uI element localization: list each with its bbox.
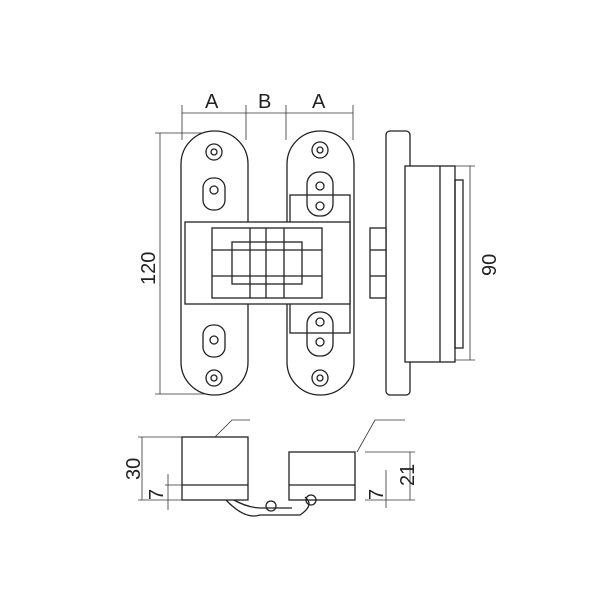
height-side-label: 90 [479, 254, 501, 276]
bottom-view: 30 7 7 21 [123, 419, 419, 517]
offset-left-label: 7 [146, 489, 168, 500]
offset-right-label: 7 [366, 489, 388, 500]
depth-left-label: 30 [123, 458, 145, 480]
height-dimension-120: 120 [138, 132, 210, 395]
dim-a-left: A [205, 91, 219, 113]
hinge-mechanism [184, 221, 351, 305]
dim-b: B [258, 91, 271, 113]
height-total-label: 120 [138, 252, 160, 285]
top-dimension: A B A [181, 91, 354, 140]
side-view: 90 [369, 130, 501, 396]
depth-right-label: 21 [397, 464, 419, 486]
dim-a-right: A [312, 91, 326, 113]
